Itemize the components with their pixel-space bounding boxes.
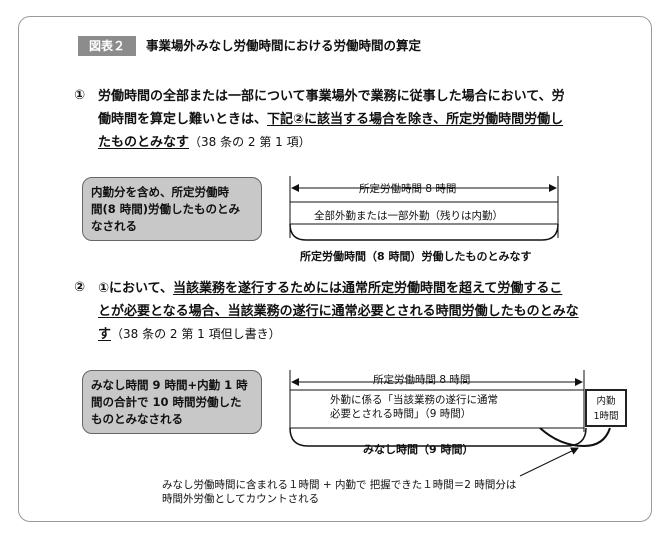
section1-number: ① bbox=[74, 88, 86, 103]
section1-box-line3: なされる bbox=[91, 219, 137, 233]
section2-bar-label: 外勤に係る「当該業務の遂行に通常 必要とされる時間」（9 時間） bbox=[330, 393, 498, 421]
section2-line1: ①において、当該業務を遂行するためには通常所定労働時間を超えて労働するこ bbox=[98, 277, 618, 300]
section2-line3-post: （38 条の 2 第 1 項但し書き） bbox=[111, 327, 281, 341]
section2-bar-label-line1: 外勤に係る「当該業務の遂行に通常 bbox=[330, 394, 498, 406]
section2-box-line1: みなし時間 9 時間+内勤 1 時 bbox=[91, 378, 248, 392]
section2-line2-underlined: とが必要となる場合、当該業務の遂行に通常必要とされる時間労働したものとみな bbox=[98, 304, 579, 319]
section2-line1-pre: ①において、 bbox=[98, 281, 173, 296]
section2-summary-box: みなし時間 9 時間+内勤 1 時 間の合計で 10 時間労働した ものとみなさ… bbox=[82, 370, 262, 434]
section1-work-bar bbox=[290, 201, 558, 225]
section1-bracket bbox=[289, 223, 559, 241]
section2-overtime-arc bbox=[539, 427, 611, 448]
section2-duration-arrow bbox=[289, 370, 585, 432]
section2-line3: す（38 条の 2 第 1 項但し書き） bbox=[98, 323, 618, 346]
section1-line1: 労働時間の全部または一部について事業場外で業務に従事した場合において、労 bbox=[98, 89, 565, 104]
inside-work-label1: 内勤 bbox=[596, 396, 616, 407]
figure-frame bbox=[18, 16, 652, 522]
note-pointer-arrow bbox=[519, 447, 579, 477]
inside-work-label2: 1時間 bbox=[593, 411, 619, 422]
section2-line2: とが必要となる場合、当該業務の遂行に通常必要とされる時間労働したものとみな bbox=[98, 300, 618, 323]
section1-line3-underlined: たものとみなす bbox=[98, 135, 190, 150]
section2-line3-underlined: す bbox=[98, 327, 112, 342]
overtime-note-line2: 時間外労働としてカウントされる bbox=[162, 493, 320, 505]
inside-work-box: 内勤 1時間 bbox=[585, 389, 627, 427]
section1-duration-arrow bbox=[289, 176, 559, 238]
section2-box-line3: ものとみなされる bbox=[91, 412, 183, 426]
section1-text: 労働時間の全部または一部について事業場外で業務に従事した場合において、労 働時間… bbox=[98, 85, 618, 154]
overtime-note: みなし労働時間に含まれる１時間 + 内勤で 把握できた１時間＝2 時間分は 時間… bbox=[162, 478, 516, 506]
section1-line3-post: （38 条の 2 第 1 項） bbox=[189, 135, 311, 149]
section1-bracket-label: 所定労働時間（8 時間）労働したものとみなす bbox=[300, 250, 532, 263]
section2-line1-underlined: 当該業務を遂行するためには通常所定労働時間を超えて労働するこ bbox=[172, 281, 563, 296]
section1-line2: 働時間を算定し難いときは、下記②に該当する場合を除き、所定労働時間労働し bbox=[98, 108, 618, 131]
figure-badge: 図表２ bbox=[78, 36, 136, 56]
section1-line3: たものとみなす（38 条の 2 第 1 項） bbox=[98, 131, 618, 154]
section2-bar-label-line2: 必要とされる時間」（9 時間） bbox=[330, 408, 472, 420]
section1-line2-underlined: 下記②に該当する場合を除き、所定労働時間労働し bbox=[267, 112, 564, 127]
section2-box-line2: 間の合計で 10 時間労働した bbox=[91, 395, 242, 409]
overtime-note-line1: みなし労働時間に含まれる１時間 + 内勤で 把握できた１時間＝2 時間分は bbox=[162, 479, 517, 491]
section1-bar-label: 全部外勤または一部外勤（残りは内勤） bbox=[314, 210, 503, 222]
section2-work-bar bbox=[290, 389, 584, 429]
section2-number: ② bbox=[74, 280, 86, 295]
section1-box-line1: 内勤分を含め、所定労働時 bbox=[91, 185, 229, 199]
section2-text: ①において、当該業務を遂行するためには通常所定労働時間を超えて労働するこ とが必… bbox=[98, 277, 618, 346]
figure-title: 事業場外みなし労働時間における労働時間の算定 bbox=[146, 38, 422, 53]
section1-summary-box: 内勤分を含め、所定労働時 間(8 時間)労働したものとみ なされる bbox=[82, 177, 262, 241]
section1-line2-pre: 働時間を算定し難いときは、 bbox=[98, 112, 268, 127]
section2-bracket bbox=[289, 427, 587, 447]
section1-box-line2: 間(8 時間)労働したものとみ bbox=[91, 202, 241, 216]
